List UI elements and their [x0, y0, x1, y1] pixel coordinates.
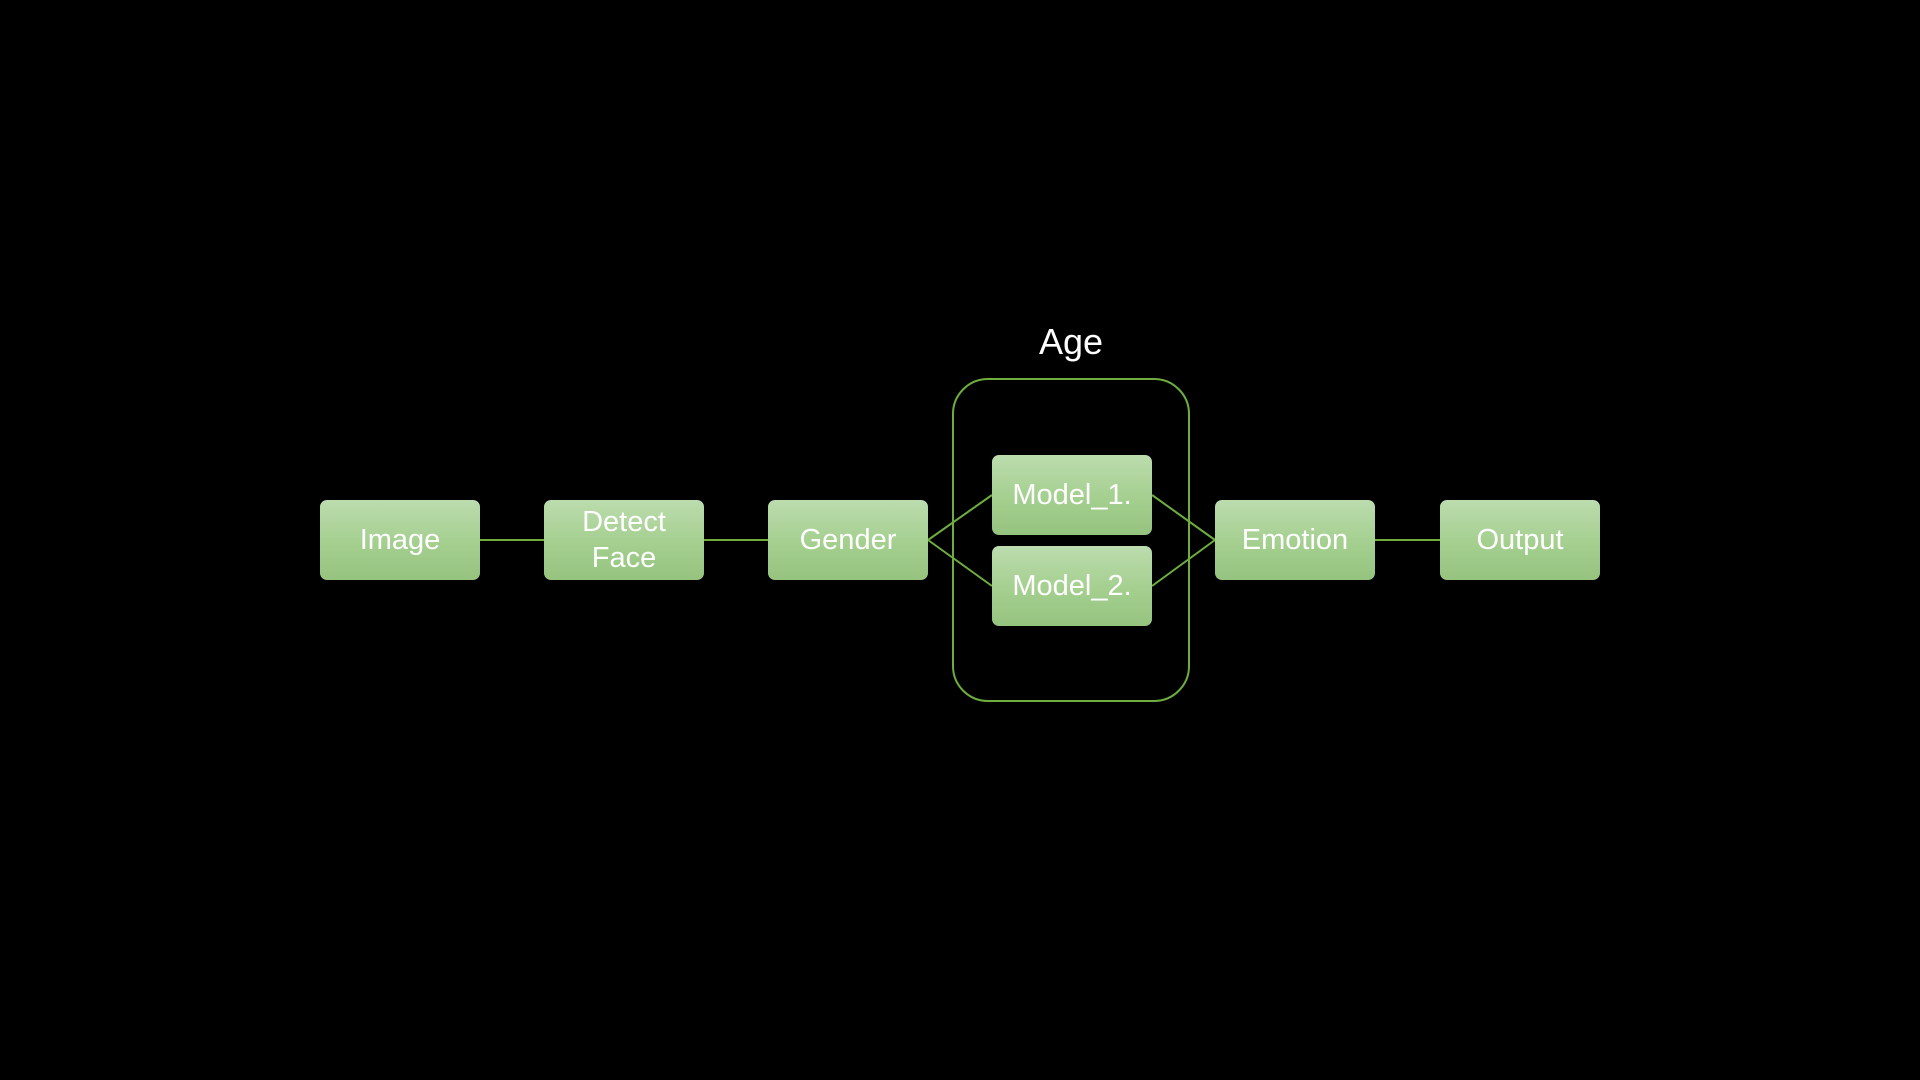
output-node: Output: [1440, 500, 1600, 580]
image-node: Image: [320, 500, 480, 580]
age-group-box: [952, 378, 1190, 702]
edge-gender-model-2: [927, 539, 993, 587]
model-2-node: Model_2.: [992, 546, 1152, 626]
edge-gender-model-1: [927, 494, 993, 541]
age-group-label: Age: [1038, 321, 1104, 362]
edge-model-2-emotion: [1151, 539, 1216, 587]
emotion-node: Emotion: [1215, 500, 1375, 580]
detect-face-node: Detect Face: [544, 500, 704, 580]
edge-model-1-emotion: [1151, 494, 1216, 541]
gender-node: Gender: [768, 500, 928, 580]
model-1-node: Model_1.: [992, 455, 1152, 535]
